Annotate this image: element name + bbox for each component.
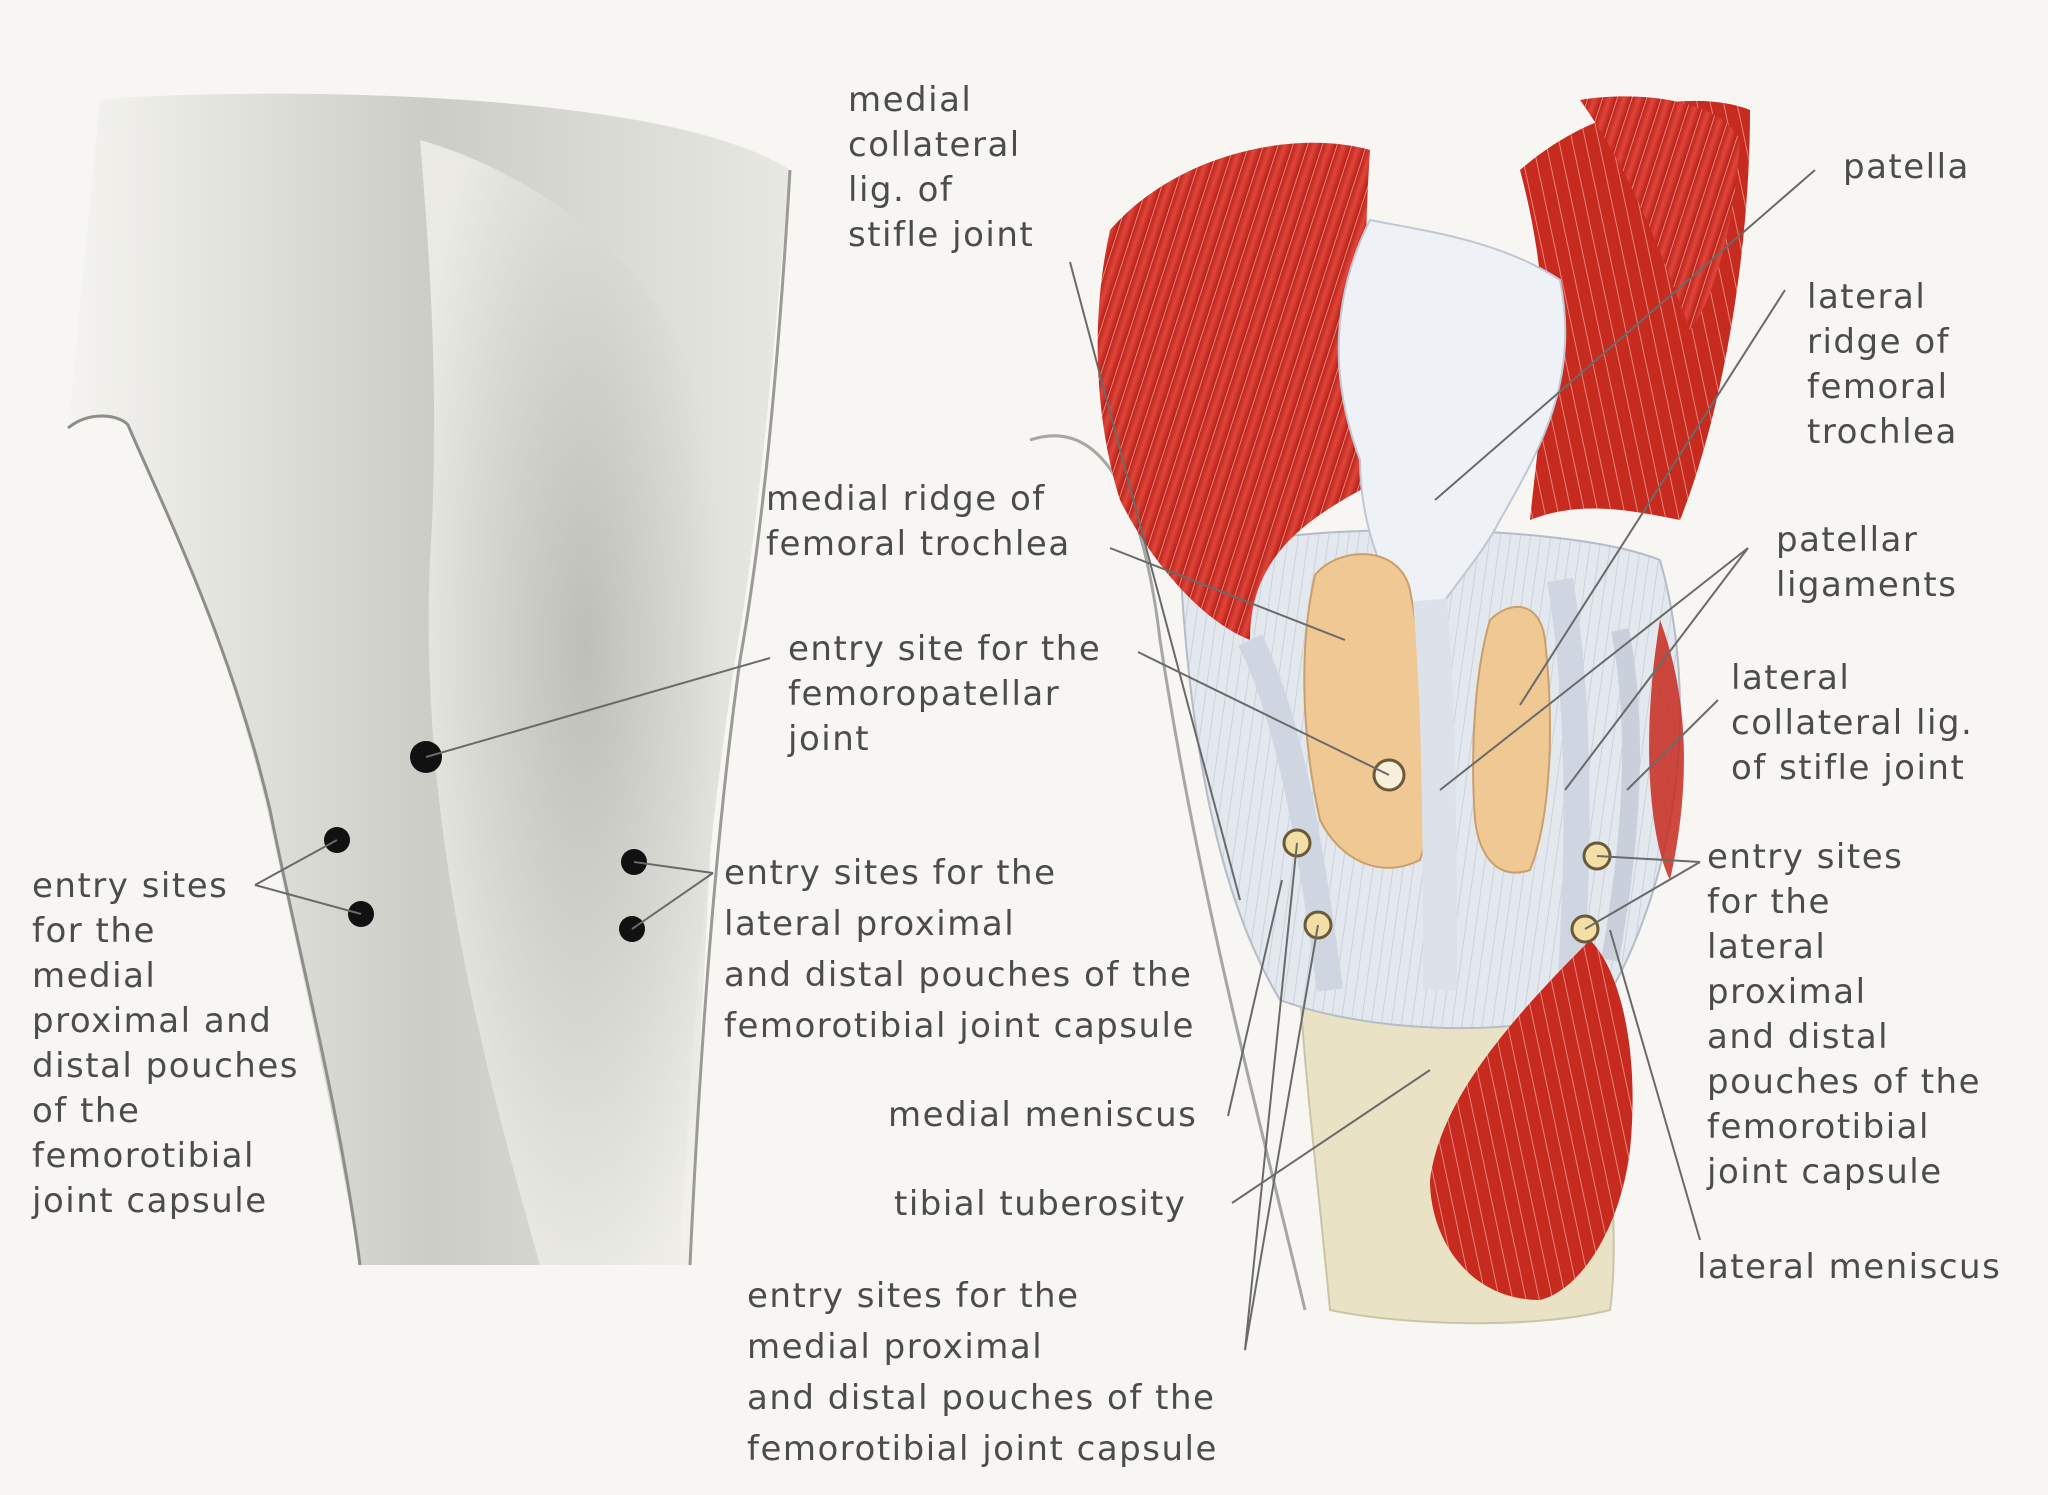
label-entry-femoropatellar: entry site for the femoropatellar joint xyxy=(788,629,1102,759)
right-leg-outline xyxy=(1029,434,1307,1311)
leader-medial-meniscus xyxy=(1227,879,1283,1117)
leader-lines xyxy=(254,169,1816,1351)
leader-lateral-middle-b xyxy=(631,872,714,930)
quadriceps-tendon xyxy=(1337,218,1567,642)
label-entry-lateral-right: entry sites for the lateral proximal and… xyxy=(1707,837,1981,1192)
lateral-trochlear-ridge-cartilage xyxy=(1472,605,1551,874)
leader-lateral-middle-a xyxy=(633,861,714,874)
leader-patellar-lig-a xyxy=(1439,547,1749,791)
label-patellar-ligaments: patellar ligaments xyxy=(1776,520,1958,605)
label-entry-medial-bottom: entry sites for the medial proximal and … xyxy=(747,1276,1218,1469)
leader-medial-bottom-a xyxy=(1244,842,1298,1351)
leader-lateral-meniscus xyxy=(1609,929,1701,1241)
lateral-collateral-ligament xyxy=(1601,628,1640,962)
leader-lateral-right-a xyxy=(1596,855,1701,863)
leader-lateral-ridge xyxy=(1519,289,1786,706)
distal-muscle-belly xyxy=(1430,940,1633,1300)
label-medial-collateral-lig: medial collateral lig. of stifle joint xyxy=(848,80,1035,255)
leader-medial-collateral xyxy=(1069,261,1241,901)
label-tibial-tuberosity: tibial tuberosity xyxy=(894,1184,1187,1224)
quadriceps-muscle-far-right xyxy=(1580,96,1740,330)
label-lateral-meniscus: lateral meniscus xyxy=(1697,1247,2002,1287)
label-patella: patella xyxy=(1843,147,1970,187)
leader-patella xyxy=(1434,169,1816,501)
medial-trochlear-ridge-cartilage xyxy=(1303,553,1432,869)
label-medial-meniscus: medial meniscus xyxy=(888,1095,1198,1135)
leader-femoropatellar-right xyxy=(1137,651,1390,776)
leader-lateral-right-b xyxy=(1584,861,1701,930)
label-entry-medial-left: entry sites for the medial proximal and … xyxy=(32,866,299,1221)
leader-medial-left-b xyxy=(254,884,362,915)
entry-site-markers xyxy=(324,741,1612,944)
label-lateral-collateral-lig: lateral collateral lig. of stifle joint xyxy=(1731,658,1974,788)
leader-tibial-tuberosity xyxy=(1231,1069,1431,1204)
left-leg-shadow xyxy=(420,140,720,1265)
leader-medial-bottom-b xyxy=(1244,924,1319,1351)
leader-medial-ridge xyxy=(1109,547,1346,641)
label-entry-lateral-middle: entry sites for the lateral proximal and… xyxy=(724,853,1195,1046)
right-leg-dissection xyxy=(1029,96,1750,1325)
left-leg-back-line xyxy=(688,169,792,1266)
label-lateral-ridge: lateral ridge of femoral trochlea xyxy=(1807,277,1958,452)
left-leg-front-line xyxy=(67,414,362,1266)
left-leg-sketch xyxy=(67,93,792,1266)
leader-medial-left-a xyxy=(254,839,338,886)
leader-patellar-lig-b xyxy=(1564,547,1749,791)
label-medial-ridge: medial ridge of femoral trochlea xyxy=(766,479,1071,564)
middle-patellar-ligament xyxy=(1413,598,1457,991)
quadriceps-muscle-left xyxy=(1097,142,1380,640)
leader-lateral-collateral xyxy=(1626,699,1719,791)
leader-femoropatellar-left xyxy=(425,657,771,758)
